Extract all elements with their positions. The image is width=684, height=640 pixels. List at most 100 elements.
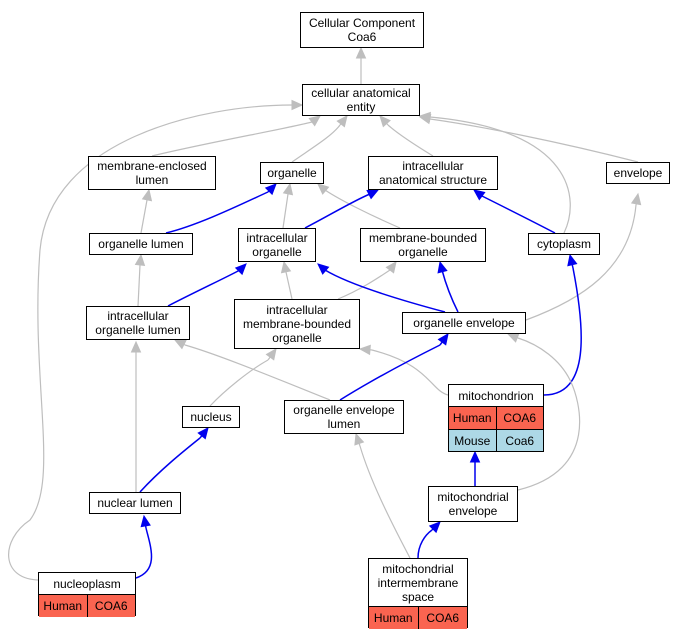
- edge-ias-cae: [379, 115, 434, 157]
- node-label-line: organelle: [398, 245, 448, 259]
- edge-iol-io: [167, 263, 247, 307]
- node-organelle-lumen[interactable]: organelle lumen: [89, 233, 193, 255]
- node-label: organelle: [267, 166, 316, 180]
- node-label: envelope: [614, 166, 663, 180]
- species-cell: Human: [369, 607, 418, 629]
- node-label-line: nucleus: [190, 410, 232, 424]
- node-label: organelle lumen: [98, 237, 183, 251]
- edge-organelle-cae: [291, 115, 348, 163]
- edge-envelope-cae: [418, 113, 639, 163]
- node-nuclear-lumen[interactable]: nuclear lumen: [89, 492, 181, 514]
- edge-iol-ol: [134, 253, 146, 307]
- species-cell: Human: [449, 407, 496, 429]
- node-label-line: organelle envelope: [413, 316, 515, 330]
- node-label-line: intracellular: [246, 231, 308, 245]
- node-label-line: intracellular: [107, 309, 169, 323]
- node-label: nucleus: [190, 410, 231, 424]
- node-label-line: organelle: [252, 245, 302, 259]
- edge-me-mito: [469, 450, 481, 486]
- node-nucleus[interactable]: nucleus: [182, 406, 240, 428]
- edge-oel-iol: [173, 339, 331, 401]
- edge-ol-mel: [140, 188, 153, 234]
- edge-mbo-organelle: [317, 183, 401, 229]
- edge-imbo-mbo: [337, 261, 397, 300]
- edge-mito-imbo: [358, 344, 449, 396]
- node-label-line: envelope: [613, 166, 663, 180]
- node-label: organelle envelope: [413, 316, 514, 330]
- edge-cytoplasm-ias: [473, 189, 556, 234]
- node-label-line: organelle: [267, 166, 317, 180]
- node-label-line: Coa6: [347, 30, 377, 44]
- edge-nl-iol: [130, 340, 142, 492]
- edge-oe-io: [317, 263, 446, 313]
- edge-mims-me: [417, 521, 441, 559]
- node-label-line: membrane-enclosed: [97, 159, 207, 173]
- node-envelope[interactable]: envelope: [606, 162, 670, 184]
- gene-cell: COA6: [495, 407, 543, 429]
- node-label-line: entity: [346, 100, 376, 114]
- node-cytoplasm[interactable]: cytoplasm: [528, 233, 600, 255]
- node-label: cytoplasm: [537, 237, 591, 251]
- node-label-line: Cellular Component: [308, 16, 416, 30]
- node-label-line: cytoplasm: [536, 237, 592, 251]
- node-label-line: intracellular: [402, 159, 464, 173]
- node-label-line: nucleoplasm: [53, 576, 121, 591]
- gene-cell: COA6: [86, 595, 135, 617]
- edge-cae-root: [355, 46, 367, 84]
- node-label-line: cellular anatomical: [311, 86, 411, 100]
- gene-cell: COA6: [417, 607, 467, 629]
- edge-ol-organelle: [165, 183, 277, 234]
- node-label-line: organelle lumen: [95, 323, 181, 337]
- node-title: nucleoplasm: [39, 573, 135, 595]
- node-label-line: organelle: [272, 331, 322, 345]
- node-label-line: mitochondrial: [382, 561, 454, 576]
- node-label-line: space: [401, 589, 434, 604]
- edge-nucleoplasm-cae: [8, 99, 304, 581]
- edge-oe-envelope: [525, 192, 642, 321]
- node-label-line: anatomical structure: [378, 173, 488, 187]
- edge-oel-oe: [339, 333, 449, 401]
- node-label-line: intracellular: [266, 303, 328, 317]
- edge-io-ias: [304, 189, 380, 229]
- node-label-line: membrane-bounded: [242, 317, 352, 331]
- edge-imbo-io: [280, 260, 293, 300]
- edge-io-organelle: [282, 182, 294, 229]
- node-organelle-envelope[interactable]: organelle envelope: [402, 312, 526, 334]
- edge-oe-mbo: [437, 260, 459, 313]
- edge-mel-cae: [151, 115, 321, 157]
- species-cell: Human: [39, 595, 87, 617]
- node-label-line: nuclear lumen: [97, 496, 173, 510]
- node-label-line: mitochondrial: [437, 490, 509, 504]
- node-label-line: membrane-bounded: [368, 231, 478, 245]
- node-organelle[interactable]: organelle: [260, 162, 324, 184]
- node-title: mitochondrion: [449, 385, 543, 407]
- edge-nucleoplasm-nl: [135, 514, 153, 579]
- node-label-line: organelle envelope: [293, 403, 395, 417]
- node-label-line: lumen: [135, 173, 169, 187]
